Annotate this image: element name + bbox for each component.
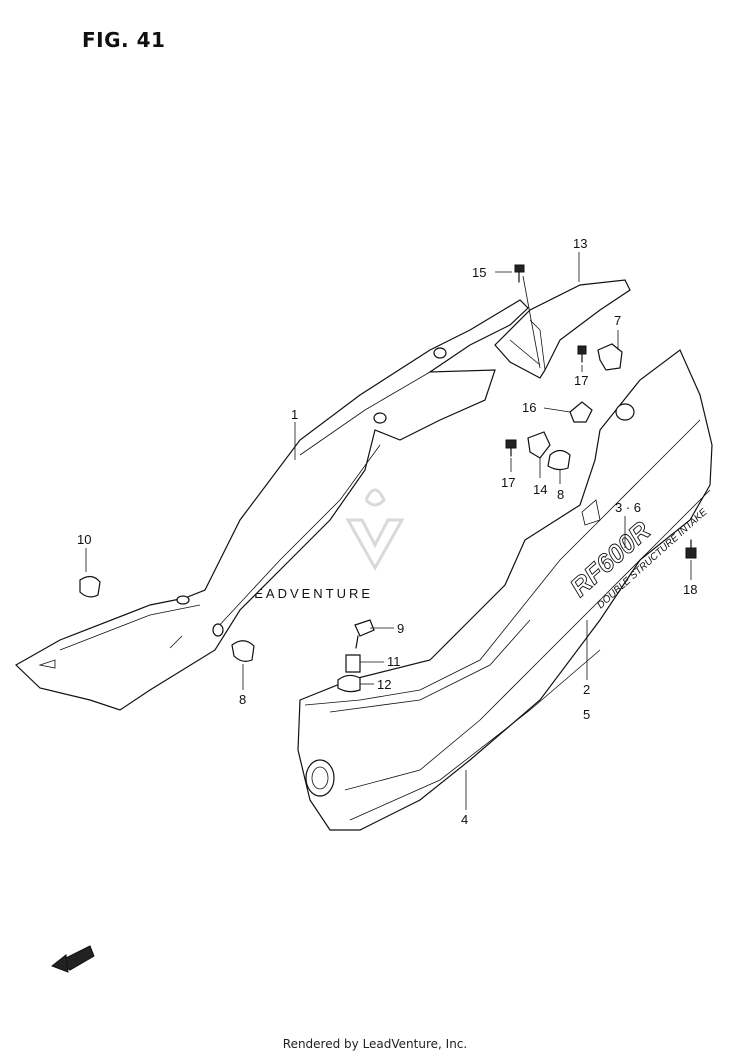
watermark-logo: LEADVENTURE <box>244 488 405 601</box>
callout-1: 1 <box>291 407 298 422</box>
callout-4: 4 <box>461 812 468 827</box>
callout-12: 12 <box>377 677 391 692</box>
callout-13: 13 <box>573 236 587 251</box>
callout-14: 14 <box>533 482 547 497</box>
callout-11: 11 <box>387 654 401 669</box>
front-arrow-icon <box>50 945 95 973</box>
callout-15: 15 <box>472 265 486 280</box>
figure-title: FIG. 41 <box>82 28 166 52</box>
callout-2: 2 <box>583 682 590 697</box>
tail-cover-center[interactable] <box>494 279 631 379</box>
callout-16: 16 <box>522 400 536 415</box>
callout-8b: 8 <box>239 692 246 707</box>
callout-8a: 8 <box>557 487 564 502</box>
fasteners[interactable] <box>79 264 697 693</box>
callout-7: 7 <box>614 313 621 328</box>
leader-lines <box>85 252 692 810</box>
left-frame-cover[interactable] <box>15 299 529 711</box>
callout-5: 5 <box>583 707 590 722</box>
callout-3-6: 3 · 6 <box>615 500 641 515</box>
callout-17a: 17 <box>574 373 588 388</box>
right-frame-cover[interactable] <box>297 349 713 831</box>
callout-labels: 13 15 7 17 16 1 17 14 8 3 · 6 10 18 9 11… <box>77 236 697 827</box>
watermark-text: LEADVENTURE <box>244 586 373 601</box>
callout-10: 10 <box>77 532 91 547</box>
callout-9: 9 <box>397 621 404 636</box>
callout-18: 18 <box>683 582 697 597</box>
callout-17b: 17 <box>501 475 515 490</box>
footer-credit: Rendered by LeadVenture, Inc. <box>282 1037 468 1051</box>
